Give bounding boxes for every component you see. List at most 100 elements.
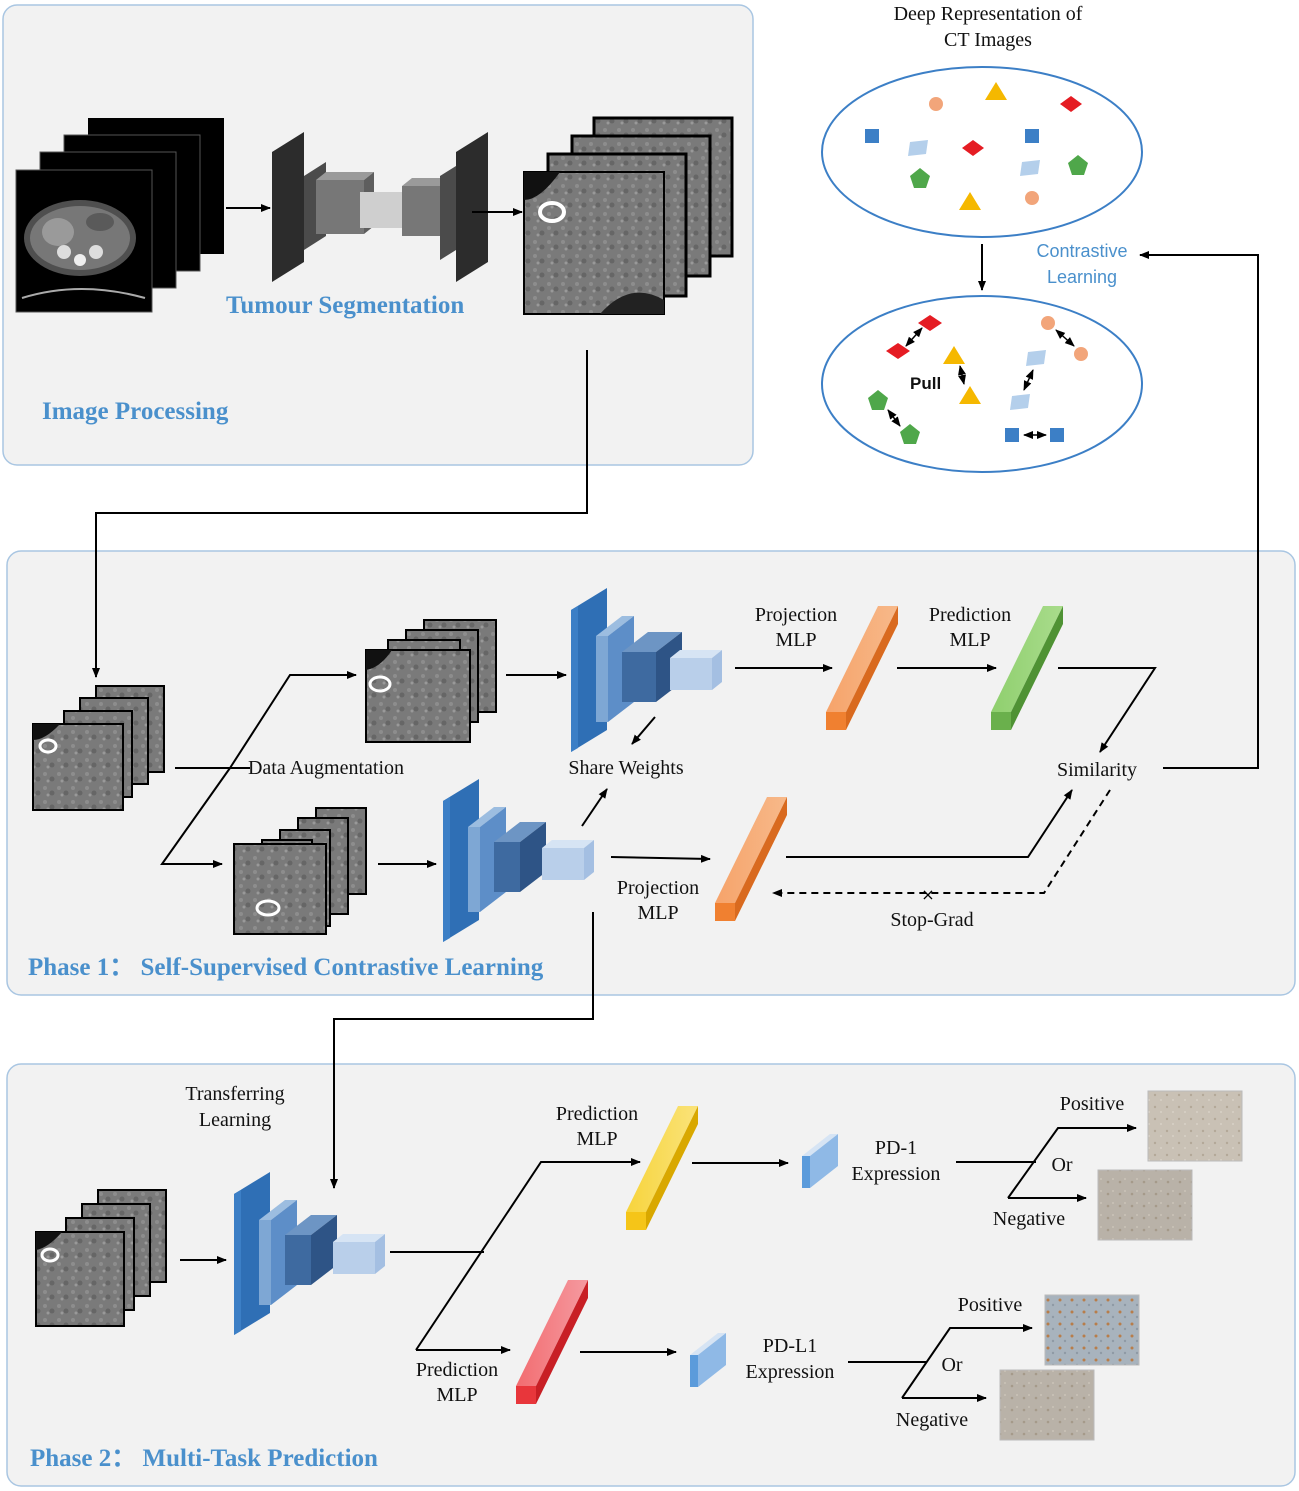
pred-top-label-line2: MLP [576,1128,617,1150]
phase2-panel [6,1063,1296,1487]
blue-square-icon [865,129,879,143]
pd1-positive-label: Positive [1060,1093,1125,1115]
green-pentagon-icon [900,424,920,444]
encoder-bottom [443,779,594,942]
projection-top-label-line1: Projection [755,604,837,626]
arrow-to-projection-bottom [610,854,711,863]
blue-square-icon [1050,428,1064,442]
segmentation-network [272,132,488,282]
pdl1-or-label: Or [941,1354,962,1376]
representation-points-after: Pull [868,315,1088,444]
transfer-label-line2: Learning [199,1109,271,1131]
arrow-share-weights-from-top [631,716,656,745]
yellow-triangle-icon [943,346,965,364]
pd1-positive-histology-image [1147,1090,1243,1162]
pred-bottom-label-line1: Prediction [416,1359,498,1381]
arrow-augment-top [229,671,357,769]
pred-bottom-label-line2: MLP [436,1384,477,1406]
prediction-label-line1: Prediction [929,604,1011,626]
arrow-share-weights-from-bottom [581,788,608,827]
projection-bottom-label-line1: Projection [617,877,699,899]
similarity-label: Similarity [1057,759,1137,781]
orange-circle-icon [1074,347,1088,361]
prediction-mlp-red [516,1280,588,1404]
encoder-phase2 [234,1172,385,1335]
tumour-segmentation-label: Tumour Segmentation [226,292,464,319]
arrow-pdl1-positive [901,1324,1033,1399]
yellow-triangle-icon [959,386,981,404]
orange-circle-icon [1025,191,1039,205]
light-blue-square-icon [1010,394,1030,410]
red-diamond-icon [886,343,910,359]
light-blue-square-icon [1026,350,1046,366]
blue-square-icon [1025,129,1039,143]
phase2-title: Phase 2： Multi-Task Prediction [30,1445,378,1472]
projection-mlp-top [826,606,898,730]
tumour-crop-stack [523,116,734,315]
pred-top-label-line1: Prediction [556,1103,638,1125]
representation-space-before [821,66,1143,238]
blue-square-icon [1005,428,1019,442]
transfer-label-line1: Transferring [185,1083,284,1105]
arrow-augment-bottom [160,767,231,868]
red-diamond-icon [962,140,984,156]
pdl1-positive-label: Positive [958,1294,1023,1316]
green-pentagon-icon [910,168,930,188]
light-blue-square-icon [908,140,928,156]
pdl1-negative-histology-image [999,1369,1095,1441]
prediction-mlp-green [991,606,1063,730]
ct-crop-stack-input [32,685,165,811]
arrow-phase1-to-phase2 [330,912,594,1189]
prediction-mlp-yellow [626,1106,698,1230]
pdl1-output-cube [690,1333,726,1387]
pd1-negative-histology-image [1097,1169,1193,1241]
yellow-triangle-icon [959,192,981,210]
ct-crop-stack-phase2 [35,1189,167,1327]
pdl1-label-line1: PD-L1 [763,1335,817,1357]
pd1-negative-label: Negative [993,1208,1065,1230]
pd1-output-cube [802,1134,838,1188]
augmented-view-bottom [233,807,367,935]
arrow-processing-to-phase1 [92,350,588,678]
data-augmentation-label: Data Augmentation [248,757,404,779]
pdl1-label-line2: Expression [746,1361,835,1383]
stop-grad-dashed-arrow [772,789,1111,897]
green-pentagon-icon [1068,155,1088,175]
arrow-to-prediction-top [415,1158,641,1351]
stop-grad-cross-icon: × [921,885,934,904]
pull-label: Pull [910,374,941,393]
image-processing-title: Image Processing [42,398,229,425]
representation-title-line1: Deep Representation of [894,3,1083,25]
contrastive-label-line1: Contrastive [1036,241,1127,261]
arrow-prediction-to-similarity [1058,667,1157,753]
representation-points-before [865,82,1088,210]
arrow-projection-to-similarity [786,789,1073,858]
green-pentagon-icon [868,390,888,410]
phase1-title: Phase 1： Self-Supervised Contrastive Lea… [28,954,544,981]
representation-title-line2: CT Images [944,29,1032,51]
pdl1-positive-histology-image [1044,1294,1140,1366]
encoder-top [571,588,722,752]
yellow-triangle-icon [985,82,1007,100]
orange-circle-icon [1041,316,1055,330]
pd1-label-line1: PD-1 [875,1137,917,1159]
pd1-or-label: Or [1051,1154,1072,1176]
arrow-similarity-to-contrastive [1139,251,1259,769]
representation-space-after [821,295,1143,473]
prediction-label-line2: MLP [949,629,990,651]
ct-scan-stack-full [15,118,224,313]
red-diamond-icon [918,315,942,331]
augmented-view-top [365,619,497,743]
stop-grad-label: Stop-Grad [890,909,973,931]
contrastive-label-line2: Learning [1047,267,1117,287]
pdl1-negative-label: Negative [896,1409,968,1431]
orange-circle-icon [929,97,943,111]
projection-bottom-label-line2: MLP [637,902,678,924]
projection-top-label-line2: MLP [775,629,816,651]
projection-mlp-bottom [715,797,787,921]
pd1-label-line2: Expression [852,1163,941,1185]
share-weights-label: Share Weights [568,757,683,779]
light-blue-square-icon [1020,160,1040,176]
red-diamond-icon [1060,96,1082,112]
